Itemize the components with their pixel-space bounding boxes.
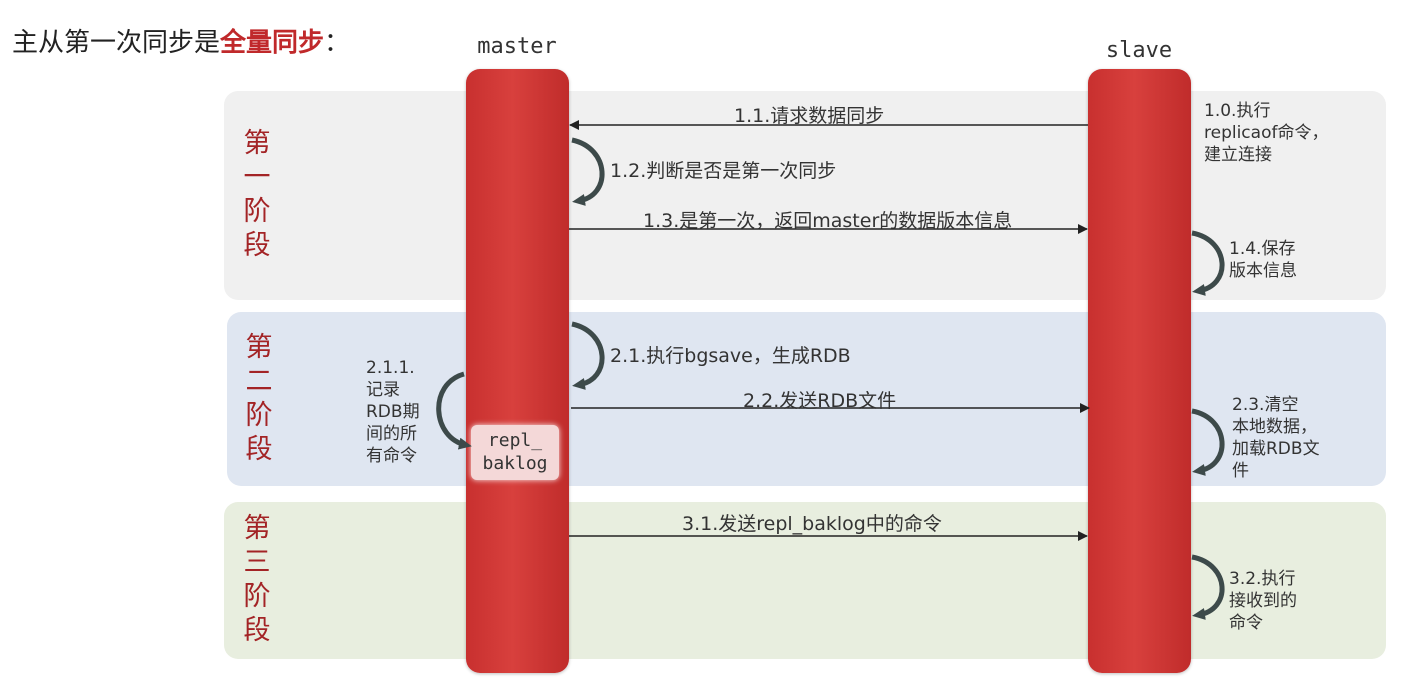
loop-1-2 <box>571 137 605 206</box>
repl-box-line: repl_ <box>487 430 543 451</box>
stage-char: 第 <box>243 128 271 159</box>
note-line: 记录 <box>366 380 400 400</box>
loop-1-4 <box>1191 230 1225 296</box>
note-line: 件 <box>1232 461 1249 481</box>
stage-char: 第 <box>243 513 271 544</box>
note-line: RDB期 <box>366 402 420 422</box>
stage-1-label: 第 一 阶 段 <box>237 127 277 263</box>
message-2-2: 2.2.发送RDB文件 <box>743 390 897 412</box>
loop-3-2 <box>1191 554 1225 620</box>
note-2-3: 2.3.清空 本地数据， 加载RDB文 件 <box>1232 394 1320 482</box>
stage-char: 段 <box>243 230 271 261</box>
note-line: 本地数据， <box>1232 417 1317 437</box>
master-label: master <box>477 34 557 59</box>
stage-3-label: 第 三 阶 段 <box>237 512 277 648</box>
stage-char: 阶 <box>243 581 271 612</box>
stage-2-label: 第 二 阶 段 <box>239 331 279 467</box>
note-line: 间的所 <box>366 424 417 444</box>
message-1-1: 1.1.请求数据同步 <box>734 105 885 127</box>
slave-label: slave <box>1105 38 1173 63</box>
note-line: 1.0.执行 <box>1204 101 1271 121</box>
repl-box-line: baklog <box>482 453 548 474</box>
loop-2-1 <box>571 321 605 390</box>
note-1-4: 1.4.保存 版本信息 <box>1229 238 1297 282</box>
note-line: 1.4.保存 <box>1229 239 1296 259</box>
note-line: 加载RDB文 <box>1232 439 1320 459</box>
stage-1-band <box>224 91 1386 300</box>
page-title: 主从第一次同步是全量同步： <box>12 22 350 59</box>
stage-char: 三 <box>243 547 271 578</box>
master-lifeline <box>466 69 569 673</box>
title-highlight: 全量同步 <box>220 28 325 58</box>
stage-char: 阶 <box>243 196 271 227</box>
note-line: 命令 <box>1229 613 1263 633</box>
note-1-0: 1.0.执行 replicaof命令， 建立连接 <box>1204 100 1328 166</box>
note-2-1-1: 2.1.1. 记录 RDB期 间的所 有命令 <box>366 357 420 467</box>
stage-char: 一 <box>243 162 271 193</box>
loop-2-1-1 <box>436 371 472 450</box>
repl-baklog-box: repl_ baklog <box>471 425 559 480</box>
stage-char: 阶 <box>245 400 273 431</box>
stage-char: 第 <box>245 332 273 363</box>
loop-2-3 <box>1191 408 1225 476</box>
note-line: 有命令 <box>366 446 417 466</box>
slave-lifeline <box>1088 69 1191 673</box>
title-suffix: ： <box>324 28 351 58</box>
note-line: 接收到的 <box>1229 591 1297 611</box>
title-prefix: 主从第一次同步是 <box>12 28 221 58</box>
note-line: 2.3.清空 <box>1232 395 1299 415</box>
stage-2-band <box>227 312 1386 486</box>
stage-char: 段 <box>243 615 271 646</box>
note-line: 3.2.执行 <box>1229 569 1296 589</box>
message-3-1: 3.1.发送repl_baklog中的命令 <box>682 513 942 535</box>
message-1-3: 1.3.是第一次，返回master的数据版本信息 <box>643 210 1013 232</box>
note-line: 建立连接 <box>1204 145 1272 165</box>
stage-char: 二 <box>245 366 273 397</box>
stage-3-band <box>224 502 1386 659</box>
note-3-2: 3.2.执行 接收到的 命令 <box>1229 568 1297 634</box>
note-line: 2.1.1. <box>366 358 415 378</box>
note-line: replicaof命令， <box>1204 123 1329 143</box>
message-2-1: 2.1.执行bgsave，生成RDB <box>610 345 851 367</box>
message-1-2: 1.2.判断是否是第一次同步 <box>610 160 837 182</box>
stage-char: 段 <box>245 434 273 465</box>
note-line: 版本信息 <box>1229 261 1297 281</box>
